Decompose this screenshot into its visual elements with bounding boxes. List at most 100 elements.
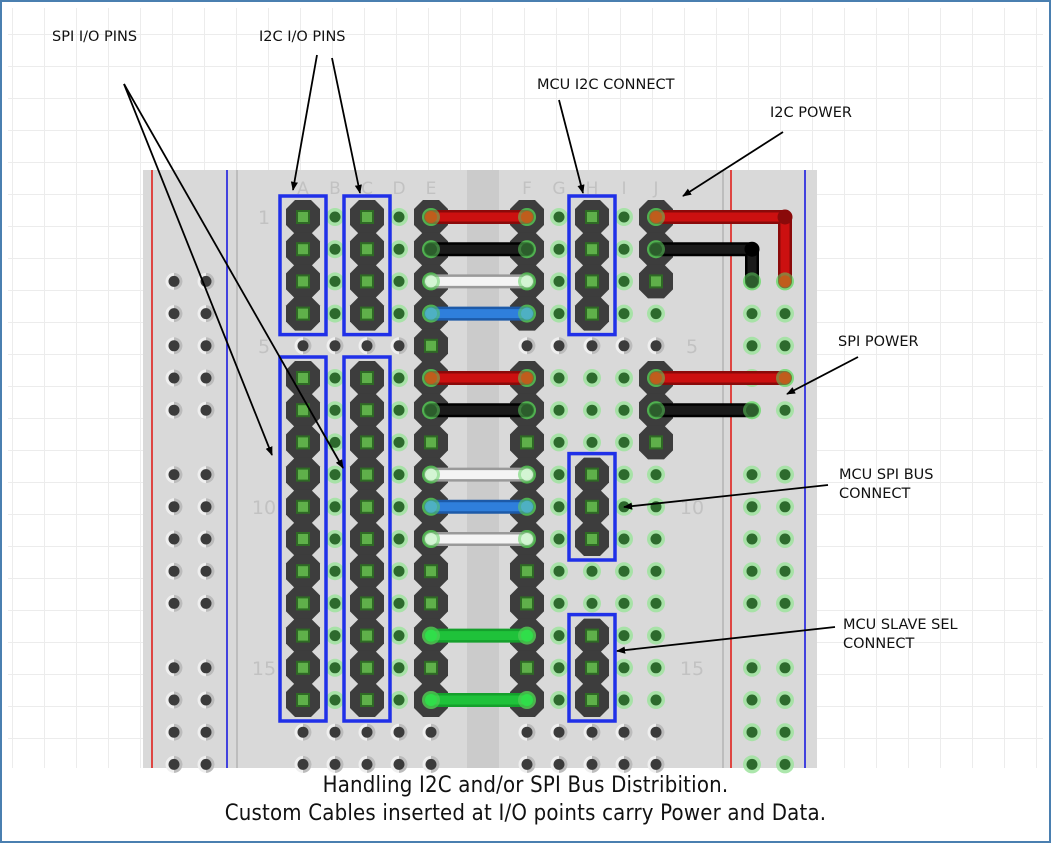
hole-d7 — [393, 404, 405, 416]
hole-b11 — [329, 533, 341, 545]
arrow-spi-io-pins-a — [123, 83, 273, 456]
header-pin — [298, 630, 308, 641]
header-pin — [298, 695, 308, 705]
hole-b3 — [329, 275, 341, 287]
hole-b4 — [329, 308, 341, 320]
header-pin — [362, 695, 372, 705]
label-mcu-slave-sel-connect-line1: MCU SLAVE SEL — [843, 617, 958, 633]
hole-b13 — [329, 597, 341, 609]
mcu-slave-sel-header — [575, 618, 609, 717]
i2c-io-header-c — [350, 200, 384, 331]
spi-io-box-a — [278, 355, 328, 723]
hole-c18 — [361, 758, 373, 770]
hole-i8 — [618, 436, 630, 448]
wire-end — [425, 468, 437, 481]
wire-red-row6 — [422, 369, 536, 387]
hole-d17 — [393, 726, 405, 738]
rail-hole-right-1-15 — [746, 662, 758, 674]
label-mcu-spi-bus-connect: MCU SPI BUS CONNECT — [839, 466, 933, 504]
header-pin — [522, 662, 532, 673]
header-pin — [651, 276, 661, 287]
hole-d12 — [393, 565, 405, 577]
rail-hole-left-1-7 — [168, 404, 180, 416]
wire-end — [521, 694, 533, 706]
hole-i13 — [618, 597, 630, 609]
arrow-i2c-io-pins-a — [290, 54, 318, 191]
rail-hole-left-2-16 — [200, 694, 212, 706]
rail-hole-right-2-16 — [779, 694, 791, 706]
column-label-g: G — [552, 179, 565, 199]
hole-i12 — [618, 565, 630, 577]
wire-green-row16 — [422, 691, 536, 709]
header-pin — [298, 405, 308, 416]
hole-d15 — [393, 662, 405, 674]
wire-end — [425, 533, 437, 545]
hole-g3 — [553, 275, 565, 287]
column-label-d: D — [392, 179, 405, 199]
wire-red-i2c-power — [647, 208, 794, 291]
hole-d18 — [393, 758, 405, 770]
rail-hole-right-1-12 — [746, 565, 758, 577]
rail-hole-right-1-16 — [746, 694, 758, 706]
hole-g11 — [553, 533, 565, 545]
header-pin — [651, 437, 661, 448]
wire-end — [650, 211, 662, 223]
rail-hole-left-2-15 — [200, 662, 212, 674]
rail-hole-right-1-11 — [746, 533, 758, 545]
rail-hole-right-1-17 — [746, 726, 758, 738]
hole-g16 — [553, 694, 565, 706]
mcu-slave-sel-box — [567, 612, 617, 723]
label-mcu-slave-sel-connect: MCU SLAVE SEL CONNECT — [843, 616, 958, 654]
hole-g8 — [553, 436, 565, 448]
hole-e18 — [425, 758, 437, 770]
hole-d14 — [393, 630, 405, 642]
hole-j16 — [650, 694, 662, 706]
hole-f17 — [521, 726, 533, 738]
rail-hole-right-2-5 — [779, 340, 791, 352]
wire-white-row3 — [422, 272, 536, 291]
header-pin — [362, 276, 372, 287]
wire-end — [521, 243, 533, 256]
label-mcu-spi-bus-connect-line2: CONNECT — [839, 486, 911, 502]
header-pin — [587, 308, 597, 319]
rail-hole-left-1-17 — [168, 726, 180, 738]
header-pin — [587, 630, 597, 641]
label-spi-power: SPI POWER — [838, 334, 919, 350]
rail-hole-right-2-10 — [779, 501, 791, 513]
header-pin — [362, 244, 372, 255]
hole-d11 — [393, 533, 405, 545]
hole-b8 — [329, 436, 341, 448]
rail-hole-left-1-12 — [168, 565, 180, 577]
hole-d9 — [393, 469, 405, 481]
wire-end — [425, 211, 437, 223]
row-label-left-1: 1 — [258, 207, 270, 229]
rail-hole-right-2-11 — [779, 533, 791, 545]
hole-d10 — [393, 501, 405, 513]
arrow-mcu-spi-bus-connect — [623, 484, 829, 510]
hole-i9 — [618, 469, 630, 481]
arrow-mcu-slave-sel-connect — [616, 626, 836, 654]
rail-hole-left-1-4 — [168, 308, 180, 320]
rail-hole-right-1-9 — [746, 469, 758, 481]
hole-d6 — [393, 372, 405, 384]
hole-b10 — [329, 501, 341, 513]
hole-g18 — [553, 758, 565, 770]
header-pin — [298, 662, 308, 673]
rail-hole-left-2-17 — [200, 726, 212, 738]
hole-d1 — [393, 211, 405, 223]
wire-end — [521, 275, 533, 288]
wire-end — [521, 211, 533, 223]
rail-hole-left-1-9 — [168, 469, 180, 481]
row-label-left-5: 5 — [258, 336, 270, 358]
header-pin — [362, 534, 372, 544]
wire-end — [425, 243, 437, 256]
header-pin — [298, 501, 308, 512]
i2c-io-box-c — [342, 194, 392, 337]
column-label-a: A — [297, 179, 309, 199]
column-label-h: H — [586, 179, 599, 199]
rail-hole-right-2-4 — [779, 308, 791, 320]
hole-f5 — [521, 340, 533, 352]
rail-hole-left-1-11 — [168, 533, 180, 545]
column-label-f: F — [522, 179, 532, 199]
